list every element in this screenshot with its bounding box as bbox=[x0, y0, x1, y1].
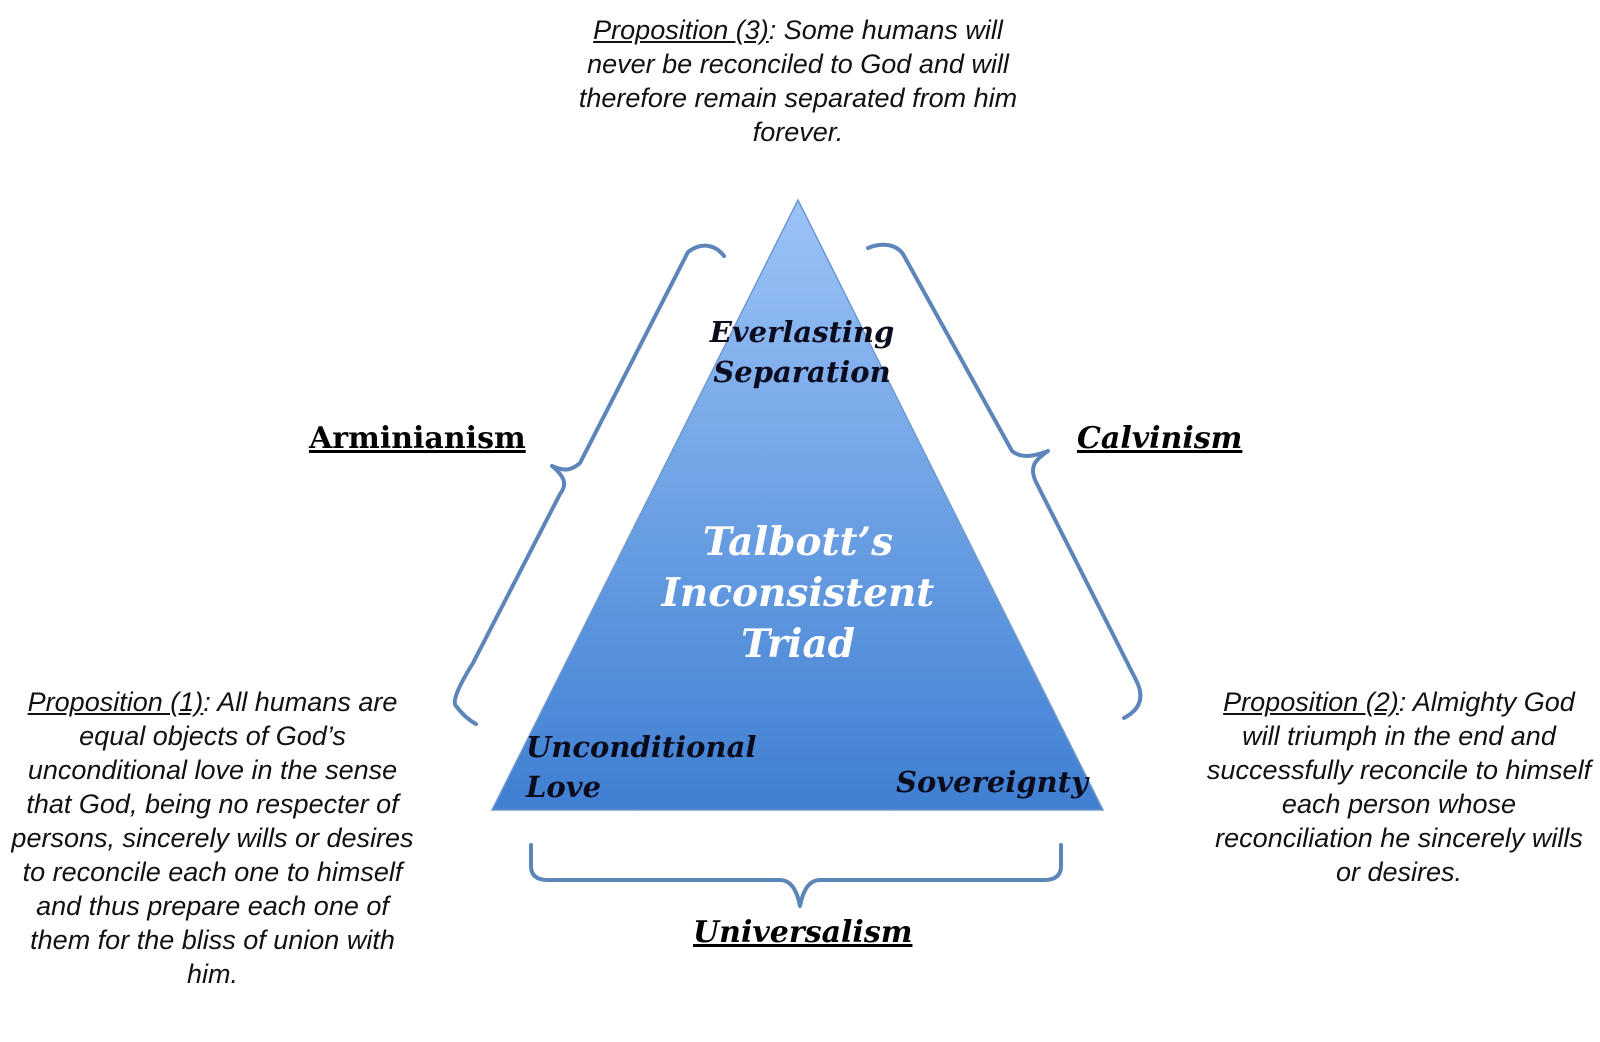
proposition-3-label: Proposition (3) bbox=[593, 15, 769, 45]
proposition-1-text: : All humans are equal objects of God’s … bbox=[11, 687, 414, 989]
proposition-2: Proposition (2): Almighty God will trium… bbox=[1204, 685, 1594, 889]
separation-line: Separation bbox=[713, 355, 891, 389]
title-line-3: Triad bbox=[740, 621, 856, 667]
everlasting-line: Everlasting bbox=[709, 315, 895, 349]
sovereignty-label: Sovereignty bbox=[896, 765, 1088, 799]
calvinism-label: Calvinism bbox=[1077, 421, 1243, 456]
left-brace bbox=[452, 243, 726, 726]
proposition-3: Proposition (3): Some humans will never … bbox=[578, 13, 1018, 149]
title-line-2: Inconsistent bbox=[661, 570, 935, 616]
proposition-1-label: Proposition (1) bbox=[27, 687, 204, 717]
triangle-shape bbox=[490, 198, 1105, 811]
title-line-1: Talbott’s bbox=[702, 519, 894, 565]
unconditional-line: Unconditional bbox=[526, 730, 757, 764]
love-line: Love bbox=[526, 770, 602, 804]
arminianism-label: Arminianism bbox=[309, 421, 526, 456]
everlasting-separation-label: Everlasting Separation bbox=[697, 312, 907, 392]
right-brace bbox=[866, 242, 1143, 720]
universalism-label: Universalism bbox=[693, 915, 913, 950]
proposition-1: Proposition (1): All humans are equal ob… bbox=[10, 685, 415, 991]
unconditional-love-label: Unconditional Love bbox=[526, 727, 756, 807]
proposition-2-text: : Almighty God will triumph in the end a… bbox=[1206, 687, 1592, 887]
proposition-3-text: : Some humans will never be reconciled t… bbox=[578, 15, 1018, 147]
proposition-2-label: Proposition (2) bbox=[1223, 687, 1399, 717]
triad-title: Talbott’s Inconsistent Triad bbox=[648, 517, 948, 670]
bottom-brace bbox=[529, 843, 1063, 908]
